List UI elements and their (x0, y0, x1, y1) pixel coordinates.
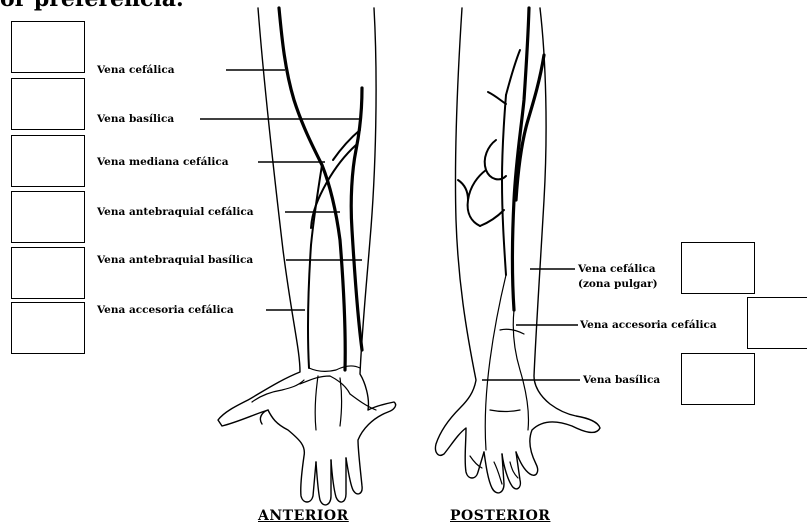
label-vena-mediana-cefalica: Vena mediana cefálica (97, 156, 229, 168)
anterior-veins (252, 8, 376, 430)
label-vena-basilica: Vena basílica (97, 113, 174, 125)
label-posterior-vena-accesoria-cefalica: Vena accesoria cefálica (580, 319, 717, 331)
label-vena-cefalica: Vena cefálica (97, 64, 175, 76)
label-vena-accesoria-cefalica: Vena accesoria cefálica (97, 304, 234, 316)
label-vena-antebraquial-cefalica: Vena antebraquial cefálica (97, 206, 254, 218)
label-vena-antebraquial-basilica: Vena antebraquial basílica (97, 254, 253, 266)
caption-posterior: POSTERIOR (450, 508, 550, 524)
caption-anterior: ANTERIOR (258, 508, 349, 524)
posterior-arm-outline (435, 8, 600, 493)
posterior-veins (458, 8, 544, 484)
label-posterior-zona-pulgar: (zona pulgar) (578, 278, 658, 290)
label-posterior-vena-basilica: Vena basílica (583, 374, 660, 386)
label-posterior-vena-cefalica: Vena cefálica (578, 263, 656, 275)
